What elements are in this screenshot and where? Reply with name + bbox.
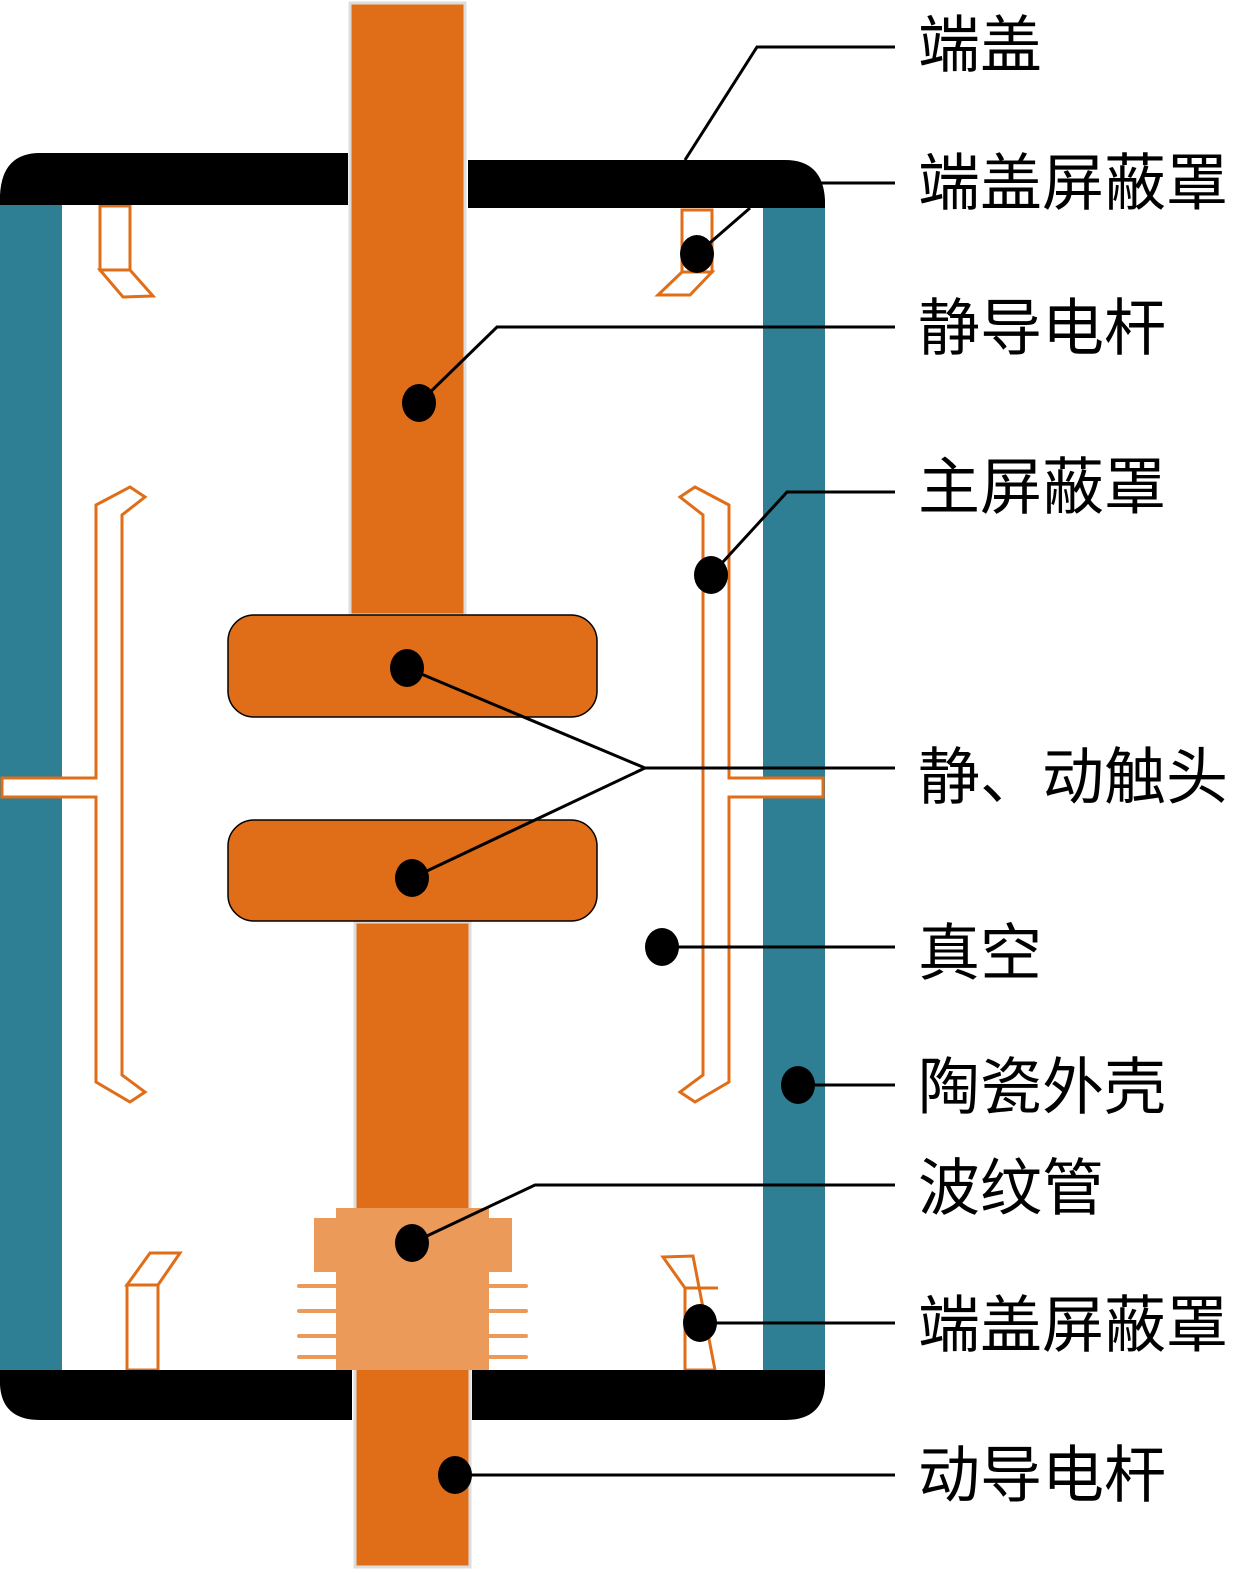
label-bellows: 波纹管	[918, 1152, 1104, 1225]
main-shield-left	[0, 485, 148, 1104]
end-cap-shield-bottom-left	[124, 1251, 183, 1372]
end-cap-bottom-right	[472, 1370, 825, 1420]
end-cap-shield-top-left	[96, 204, 157, 299]
label-contacts: 静、动触头	[918, 741, 1228, 814]
label-static-rod: 静导电杆	[918, 292, 1166, 365]
leader-dots	[390, 235, 815, 1494]
label-end-cap: 端盖	[918, 9, 1042, 82]
static-conductive-rod	[348, 1, 467, 617]
label-main-shield: 主屏蔽罩	[918, 451, 1166, 524]
end-cap-top-left	[0, 153, 348, 205]
label-end-cap-shield-top: 端盖屏蔽罩	[918, 147, 1228, 220]
label-moving-rod: 动导电杆	[918, 1439, 1166, 1512]
end-cap-bottom-left	[0, 1370, 352, 1420]
end-cap-top-right	[468, 160, 825, 208]
label-end-cap-shield-bottom: 端盖屏蔽罩	[918, 1289, 1228, 1362]
leader-lines	[406, 45, 895, 1477]
label-ceramic-shell: 陶瓷外壳	[918, 1051, 1166, 1124]
label-vacuum: 真空	[918, 917, 1042, 990]
